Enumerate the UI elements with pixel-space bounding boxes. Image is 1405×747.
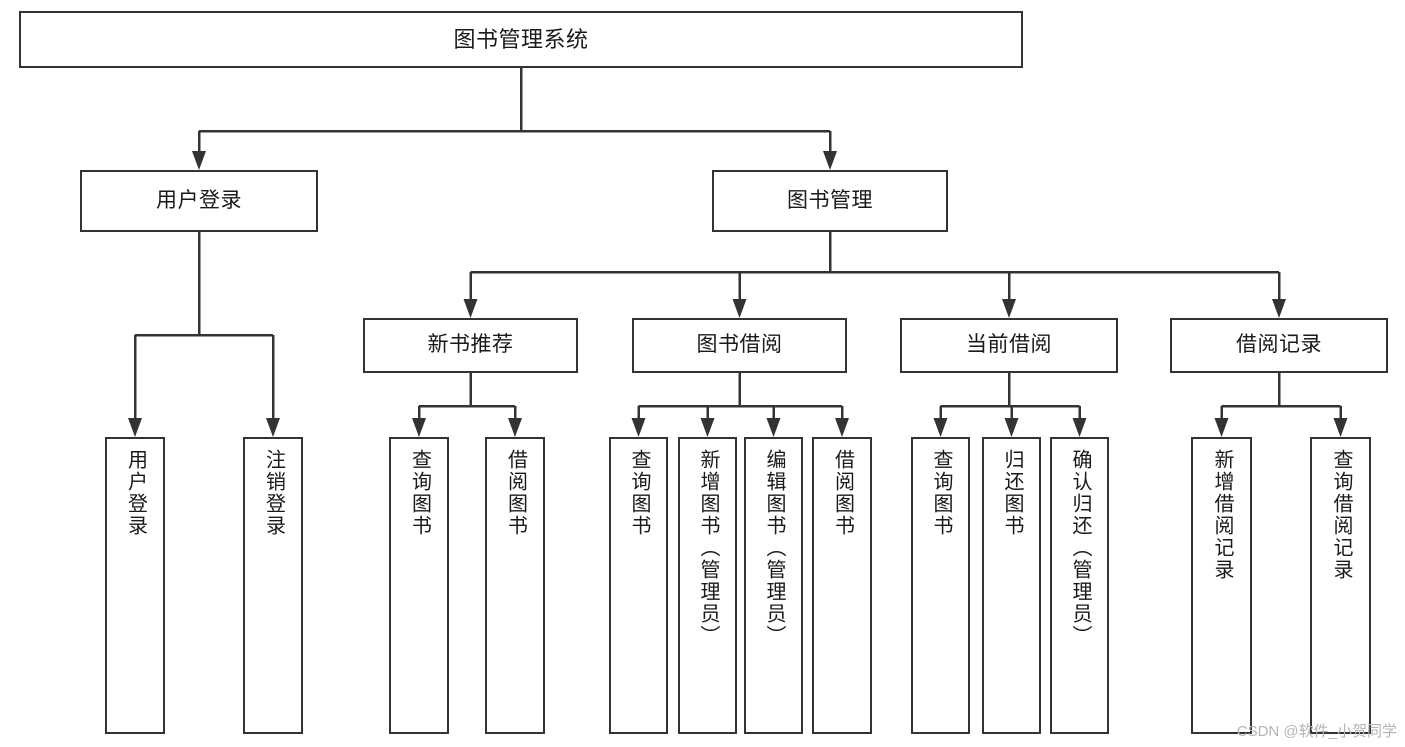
arrow-head-leaf_return xyxy=(1004,418,1019,437)
arrow-head-leaf_login xyxy=(128,418,142,437)
node-label: 新书推荐 xyxy=(427,333,514,357)
arrow-head-leaf_add_rec xyxy=(1214,418,1229,437)
node-leaf_conf_ret[interactable]: 确认归还（管理员） xyxy=(1050,437,1109,734)
arrow-head-leaf_q_rec xyxy=(1333,418,1348,437)
node-label: 图书借阅 xyxy=(696,333,783,357)
node-label: 用户登录 xyxy=(124,449,147,537)
node-label: 图书管理系统 xyxy=(453,26,589,52)
arrow-head-leaf_borrow_2 xyxy=(835,418,849,437)
node-leaf_add_book[interactable]: 新增图书（管理员） xyxy=(678,437,737,734)
node-leaf_borrow_2[interactable]: 借阅图书 xyxy=(812,437,872,734)
node-borrow_record[interactable]: 借阅记录 xyxy=(1170,318,1388,373)
node-leaf_return[interactable]: 归还图书 xyxy=(982,437,1041,734)
node-label: 新增图书（管理员） xyxy=(697,449,719,647)
arrow-head-leaf_q_book_1 xyxy=(412,418,426,437)
node-label: 新增借阅记录 xyxy=(1211,449,1233,581)
arrow-head-book_borrow xyxy=(732,299,747,318)
node-leaf_q_book_3[interactable]: 查询图书 xyxy=(911,437,970,734)
node-label: 确认归还（管理员） xyxy=(1069,449,1091,647)
node-user_login[interactable]: 用户登录 xyxy=(80,170,318,232)
arrow-head-leaf_q_book_3 xyxy=(933,418,948,437)
arrow-head-user_login xyxy=(192,151,206,170)
node-leaf_q_rec[interactable]: 查询借阅记录 xyxy=(1310,437,1371,734)
arrow-head-leaf_q_book_2 xyxy=(631,418,646,437)
node-leaf_edit_book[interactable]: 编辑图书（管理员） xyxy=(744,437,803,734)
node-label: 注销登录 xyxy=(262,449,285,537)
node-label: 借阅图书 xyxy=(831,449,854,537)
node-book_borrow[interactable]: 图书借阅 xyxy=(632,318,847,373)
node-label: 查询借阅记录 xyxy=(1330,449,1352,581)
node-label: 查询图书 xyxy=(930,449,952,537)
node-leaf_borrow_1[interactable]: 借阅图书 xyxy=(485,437,545,734)
node-label: 用户登录 xyxy=(156,188,242,212)
node-leaf_logout[interactable]: 注销登录 xyxy=(243,437,303,734)
node-label: 查询图书 xyxy=(628,449,650,537)
arrow-head-book_mgmt xyxy=(823,151,837,170)
arrow-head-leaf_edit_book xyxy=(766,418,781,437)
watermark-text: CSDN @软件_小贺同学 xyxy=(1236,723,1397,740)
node-leaf_q_book_2[interactable]: 查询图书 xyxy=(609,437,668,734)
arrow-head-borrow_record xyxy=(1272,299,1286,318)
node-leaf_add_rec[interactable]: 新增借阅记录 xyxy=(1191,437,1252,734)
node-new_book_rec[interactable]: 新书推荐 xyxy=(363,318,578,373)
arrow-head-leaf_add_book xyxy=(700,418,715,437)
arrow-head-leaf_logout xyxy=(266,418,280,437)
node-root[interactable]: 图书管理系统 xyxy=(19,11,1023,68)
node-book_mgmt[interactable]: 图书管理 xyxy=(712,170,948,232)
node-leaf_login[interactable]: 用户登录 xyxy=(105,437,165,734)
arrow-head-new_book_rec xyxy=(463,299,478,318)
node-label: 图书管理 xyxy=(787,188,873,212)
node-label: 当前借阅 xyxy=(966,333,1052,357)
node-label: 编辑图书（管理员） xyxy=(763,449,785,647)
node-label: 借阅记录 xyxy=(1236,333,1322,357)
arrow-head-leaf_borrow_1 xyxy=(508,418,522,437)
arrow-head-leaf_conf_ret xyxy=(1072,418,1087,437)
node-label: 借阅图书 xyxy=(504,449,527,537)
node-leaf_q_book_1[interactable]: 查询图书 xyxy=(389,437,449,734)
arrow-head-current_borrow xyxy=(1002,299,1016,318)
node-label: 查询图书 xyxy=(408,449,431,537)
node-label: 归还图书 xyxy=(1001,449,1023,537)
node-current_borrow[interactable]: 当前借阅 xyxy=(900,318,1118,373)
